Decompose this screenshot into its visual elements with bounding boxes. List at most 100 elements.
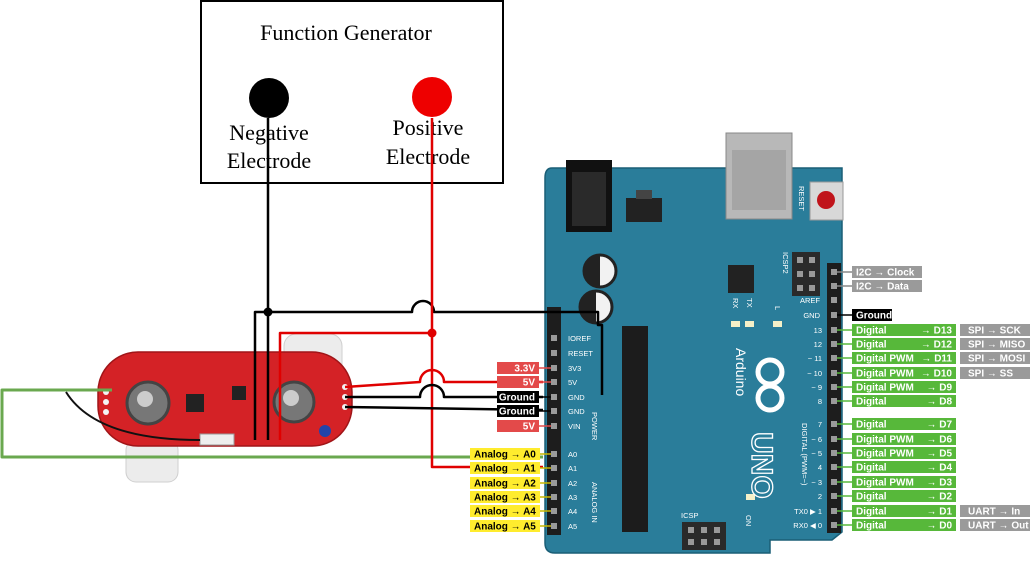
icsp2-pins xyxy=(797,257,815,291)
regulator-tab xyxy=(636,190,652,199)
digital-label-left-1: Digital xyxy=(856,340,887,351)
digital-pin-12 xyxy=(831,508,837,514)
i2c-label-1-bg xyxy=(852,280,922,292)
digital-label-5: Digital → D8 xyxy=(837,395,956,408)
wire-sensor-gnd xyxy=(345,383,543,399)
power-label-2-text: Ground xyxy=(499,393,535,404)
power-label-4-text: 5V xyxy=(523,422,536,433)
analog-label-2-bg xyxy=(470,477,540,489)
digital-label-right-5: → D8 xyxy=(926,397,952,408)
wire-green xyxy=(0,388,543,459)
digital-label-9: Digital→ D4 xyxy=(837,461,956,474)
digital-label-left-4: Digital PWM xyxy=(856,383,914,394)
sensor-cable-connector xyxy=(199,433,235,446)
digital-label-7: Digital PWM→ D6 xyxy=(837,433,956,446)
analog-pin-name-1: A1 xyxy=(568,464,577,473)
analog-label-4-text: Analog → A4 xyxy=(474,507,536,518)
digital-label-left-3: Digital PWM xyxy=(856,369,914,380)
digital-label-bg-0 xyxy=(852,324,956,336)
function-generator-title: Function Generator xyxy=(260,20,432,45)
digital-pin-name-2: ~ 11 xyxy=(808,354,822,363)
digital-label-right-3: → D10 xyxy=(921,369,953,380)
negative-electrode-terminal xyxy=(249,78,289,118)
digital-label-right-12: → D1 xyxy=(926,507,952,518)
digital-label-bg-11 xyxy=(852,490,956,502)
digital-extra-label-13: UART → Out xyxy=(968,521,1029,532)
icsp2-header xyxy=(792,252,820,296)
dc-jack-inner xyxy=(572,172,606,226)
digital-pin-6 xyxy=(831,421,837,427)
digital-pin-name-10: ~ 3 xyxy=(811,478,822,487)
digital-label-right-8: → D5 xyxy=(926,449,952,460)
right-pin-name-gnd: GND xyxy=(803,311,820,320)
power-pin-1 xyxy=(551,350,557,356)
i2c-label-1-text: I2C → Data xyxy=(856,282,909,293)
i2c-label-0-bg xyxy=(852,266,922,278)
digital-pin-11 xyxy=(831,493,837,499)
digital-extra-bg-13 xyxy=(960,519,1030,531)
i2c-label-0: I2C → Clock xyxy=(852,266,922,279)
digital-label-bg-3 xyxy=(852,367,956,379)
power-label-3-text: Ground xyxy=(499,407,535,418)
analog-pin-4 xyxy=(551,508,557,514)
digital-pin-2 xyxy=(831,355,837,361)
analog-pin-0 xyxy=(551,451,557,457)
right-pin-gnd xyxy=(831,312,837,318)
analog-pin-3 xyxy=(551,494,557,500)
digital-pin-5 xyxy=(831,398,837,404)
rx-led xyxy=(731,321,740,327)
analog-label-1-bg xyxy=(470,462,540,474)
tx-led xyxy=(745,321,754,327)
muscle-sensor xyxy=(65,333,353,483)
analog-pin-1 xyxy=(551,465,557,471)
wire-ground-top xyxy=(268,299,604,395)
digital-label-bg-1 xyxy=(852,338,956,350)
analog-pin-name-5: A5 xyxy=(568,522,577,531)
function-generator: Function Generator Negative Electrode Po… xyxy=(200,0,504,184)
digital-pin-3 xyxy=(831,370,837,376)
analog-pin-2 xyxy=(551,480,557,486)
power-pin-4 xyxy=(551,394,557,400)
power-label-3: Ground xyxy=(497,405,539,418)
positive-electrode-label-2: Electrode xyxy=(386,144,470,169)
digital-pin-8 xyxy=(831,450,837,456)
digital-label-right-10: → D3 xyxy=(926,478,952,489)
analog-pin-5 xyxy=(551,523,557,529)
voltage-regulator xyxy=(626,198,662,222)
icsp-header xyxy=(682,522,726,550)
arduino-pcb xyxy=(544,167,843,554)
usb-port-inner xyxy=(732,150,786,210)
analog-label-2: Analog → A2 xyxy=(470,477,540,490)
digital-pin-name-4: ~ 9 xyxy=(811,383,822,392)
digital-pin-name-11: 2 xyxy=(818,492,822,501)
digital-pin-10 xyxy=(831,479,837,485)
digital-label-bg-12 xyxy=(852,505,956,517)
digital-pin-9 xyxy=(831,464,837,470)
digital-label-6: Digital→ D7 xyxy=(837,418,956,431)
analog-label-5: Analog → A5 xyxy=(470,520,540,533)
digital-extra-label-2: SPI → MOSI xyxy=(968,354,1025,365)
top-ground-label: Ground xyxy=(852,309,892,322)
digital-extra-label-12: UART → In xyxy=(968,507,1020,518)
sensor-led xyxy=(319,425,331,437)
analog-label-0-bg xyxy=(470,448,540,460)
digital-extra-bg-3 xyxy=(960,367,1030,379)
digital-label-10: Digital PWM→ D3 xyxy=(837,476,956,489)
power-label-0-text: 3.3V xyxy=(514,364,535,375)
digital-label-right-1: → D12 xyxy=(921,340,953,351)
power-pin-name-4: GND xyxy=(568,393,585,402)
positive-electrode-terminal xyxy=(412,77,452,117)
power-header-label: POWER xyxy=(590,412,599,441)
reset-button-cap[interactable] xyxy=(817,191,835,209)
arduino-logo xyxy=(755,357,785,413)
on-label: ON xyxy=(744,515,753,526)
digital-header-label: DIGITAL (PWM=~) xyxy=(800,423,809,486)
digital-label-left-5: Digital xyxy=(856,397,887,408)
